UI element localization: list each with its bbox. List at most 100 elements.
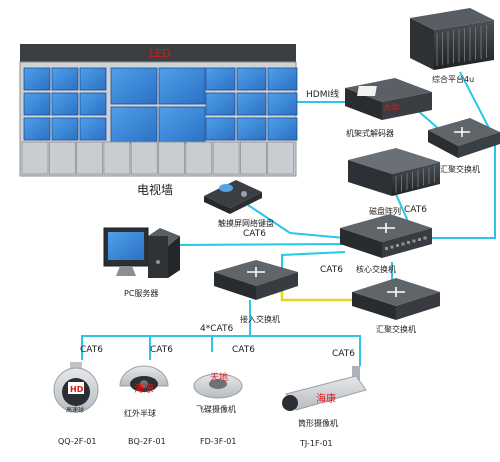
wall-base-box (103, 141, 131, 175)
wall-base-box (76, 141, 103, 175)
led-label: LED (149, 47, 171, 60)
wall-panels (23, 67, 298, 144)
cable-agg-to-core (432, 140, 496, 239)
storage-label: 磁盘阵列 (369, 206, 401, 216)
wall-panel (79, 92, 107, 116)
wall-base-box (48, 141, 76, 175)
wall-panel (205, 67, 236, 91)
wall-panel (51, 117, 79, 141)
camera-speed-dome: HD 高速球 QQ-2F-01 (53, 362, 99, 446)
cam1-model: QQ-2F-01 (58, 437, 96, 446)
wall-panel (158, 106, 206, 144)
core-port (412, 239, 416, 243)
keyboard-label: 触摸屏网络键盘 (218, 218, 274, 228)
wall-panel (267, 92, 298, 116)
core-switch: 核心交换机 (340, 214, 432, 274)
cable-keyboard-to-core (247, 204, 346, 239)
disk-array: 磁盘阵列 CAT6 (348, 148, 440, 216)
network-keyboard: 触摸屏网络键盘 CAT6 (204, 180, 274, 239)
wall-panel (267, 117, 298, 141)
camera-ufo: 天地 飞碟摄像机 FD-3F-01 (193, 371, 243, 446)
wall-panel (236, 92, 267, 116)
core-switch-label: 核心交换机 (356, 264, 396, 274)
wall-panel (158, 67, 206, 105)
core-port (396, 244, 399, 247)
cam2-model: BQ-2F-01 (128, 437, 166, 446)
agg-switch-mid: 汇聚交换机 (352, 278, 440, 334)
cam1-name: 高速球 (66, 406, 84, 414)
wall-base-box (21, 141, 49, 175)
wall-panel (79, 67, 107, 91)
core-port (385, 247, 388, 250)
cam3-model: FD-3F-01 (200, 437, 236, 446)
agg-switch-top: 汇聚交换机 (428, 118, 500, 174)
wall-panel (23, 92, 51, 116)
cam3-brand: 天地 (210, 371, 228, 383)
cam4-model: TJ-1F-01 (299, 439, 333, 448)
wall-panel (110, 67, 158, 105)
cam2-name: 红外半球 (124, 408, 156, 418)
core-port (423, 236, 427, 240)
wall-panel (110, 106, 158, 144)
wall-panel (23, 117, 51, 141)
wall-panel (236, 117, 267, 141)
cable-4cat6: 4*CAT6 (200, 324, 233, 334)
wall-panel (205, 117, 236, 141)
cam2-brand: 海康 (134, 382, 154, 395)
wall-panel (51, 67, 79, 91)
cable-cat6-storage: CAT6 (404, 205, 427, 215)
rack-decoder: 大华 机架式解码器 (345, 78, 432, 138)
cable-cat6-keyboard: CAT6 (243, 229, 266, 239)
core-ports (385, 236, 427, 250)
agg-switch-top-label: 汇聚交换机 (440, 164, 480, 174)
pc-server: PC服务器 (103, 227, 180, 298)
wall-panel (205, 92, 236, 116)
cable-to-cam4 (250, 335, 361, 366)
wall-panel (23, 67, 51, 91)
camera-ir-dome: 海康 红外半球 BQ-2F-01 (119, 365, 169, 446)
cable-cat6-access: CAT6 (320, 265, 343, 275)
agg-switch-mid-label: 汇聚交换机 (376, 324, 416, 334)
cam3-name: 飞碟摄像机 (196, 404, 236, 414)
access-switch-label: 接入交换机 (240, 314, 280, 324)
wall-panel (236, 67, 267, 91)
wall-base-box (130, 141, 158, 175)
wall-base-box (267, 141, 295, 175)
decoder-label: 机架式解码器 (346, 128, 394, 138)
cable-cat6-cam1: CAT6 (80, 345, 103, 355)
cable-access-to-cams (81, 300, 251, 360)
cam4-name: 筒形摄像机 (298, 418, 338, 428)
cable-hdmi-label: HDMI线 (306, 88, 339, 100)
core-port (407, 241, 410, 244)
access-switch: 接入交换机 CAT6 (214, 260, 343, 324)
core-port (418, 238, 421, 241)
cables (81, 71, 496, 366)
storage-slots (395, 165, 435, 193)
video-wall: LED 电视墙 (19, 44, 298, 197)
wall-base-box (212, 141, 240, 175)
wall-panel (79, 117, 107, 141)
core-port (390, 245, 394, 249)
decoder-brand: 大华 (383, 102, 399, 112)
cable-pc-to-core (174, 243, 346, 246)
videowall-label: 电视墙 (137, 182, 173, 197)
cable-cat6-cam3: CAT6 (232, 345, 255, 355)
hd-badge: HD (70, 385, 84, 394)
core-port (401, 242, 405, 246)
pc-server-label: PC服务器 (124, 288, 158, 298)
wall-panel (267, 67, 298, 91)
wall-base-box (239, 141, 267, 175)
wall-base (21, 141, 295, 175)
integrated-platform: 综合平台4u (410, 8, 494, 84)
cam4-brand: 海康 (316, 392, 336, 405)
platform-slots (436, 24, 487, 66)
led-bar (20, 44, 296, 62)
wall-panel (51, 92, 79, 116)
platform-label: 综合平台4u (432, 74, 474, 84)
cable-cat6-cam2: CAT6 (150, 345, 173, 355)
wall-base-box (185, 141, 213, 175)
wall-base-box (158, 141, 185, 175)
camera-bullet: 海康 筒形摄像机 TJ-1F-01 (282, 366, 367, 448)
cable-cat6-cam4: CAT6 (332, 349, 355, 359)
